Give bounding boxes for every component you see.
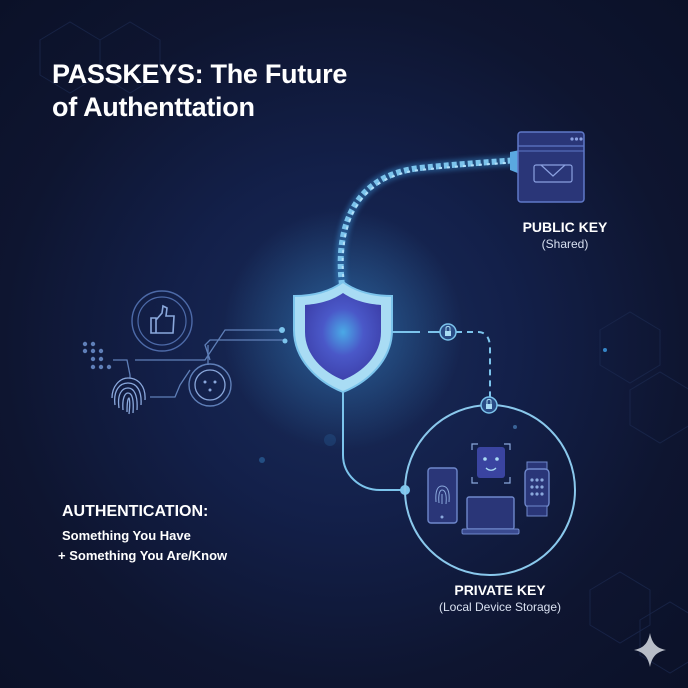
title-line-1: PASSKEYS: The Future <box>52 59 348 89</box>
authentication-heading: AUTHENTICATION: <box>62 503 209 520</box>
smartwatch-icon <box>524 461 550 517</box>
face-id-icon <box>188 363 232 407</box>
private-key-sublabel: (Local Device Storage) <box>438 600 562 614</box>
fingerprint-icon <box>111 377 146 415</box>
lock-icon <box>480 396 498 414</box>
laptop-icon <box>461 496 520 535</box>
sparkle-icon <box>634 633 666 667</box>
hex-pattern <box>39 21 688 674</box>
smartphone-fingerprint-icon <box>427 467 458 524</box>
page-title: PASSKEYS: The Future of Authenttation <box>52 58 347 124</box>
dot-grid-icon <box>82 341 112 370</box>
lock-icon <box>439 323 457 341</box>
public-key-sublabel: (Shared) <box>541 237 589 251</box>
face-scan-icon <box>471 443 511 484</box>
connector-dashed <box>392 331 491 400</box>
circuit-lines <box>113 329 285 398</box>
authentication-line-2: + Something You Are/Know <box>58 548 228 563</box>
browser-window-icon <box>517 131 585 203</box>
shield-icon <box>293 280 393 394</box>
public-key-label: PUBLIC KEY <box>522 219 608 235</box>
connector-down <box>342 392 405 491</box>
title-line-2: of Authenttation <box>52 92 255 122</box>
thumbs-up-icon <box>131 290 193 352</box>
authentication-line-1: Something You Have <box>62 528 191 543</box>
private-key-label: PRIVATE KEY <box>454 582 546 598</box>
